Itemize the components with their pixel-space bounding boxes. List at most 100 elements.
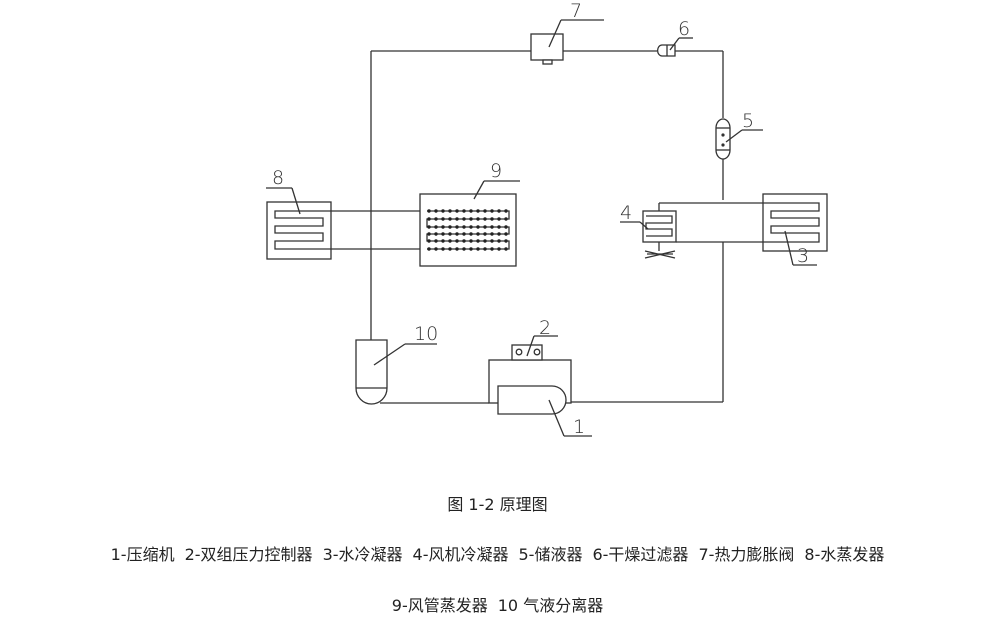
water-condenser-3: 3: [762, 193, 828, 267]
coil-fin-bead: [434, 232, 438, 236]
coil-fin-bead: [483, 209, 487, 213]
coil-fin-bead: [476, 225, 480, 229]
coil-fin-bead: [434, 217, 438, 221]
coil-fin-bead: [490, 239, 494, 243]
coil-fin-bead: [441, 239, 445, 243]
figure-caption: 图 1-2 原理图: [447, 495, 548, 514]
coil-fin-bead: [504, 247, 508, 251]
coil-tube: [426, 210, 510, 250]
coil-fin-bead: [455, 239, 459, 243]
coil-fin-bead: [427, 247, 431, 251]
coil-fin-bead: [483, 232, 487, 236]
water-evaporator-8: 8: [266, 167, 332, 260]
coil-fin-bead: [455, 232, 459, 236]
label-8: 8: [272, 167, 284, 189]
coil-fin-bead: [455, 209, 459, 213]
coil-fin-bead: [504, 217, 508, 221]
fan-condenser-4: 4: [620, 202, 677, 259]
coil-fin-bead: [427, 232, 431, 236]
pressure-controller-2: 2: [511, 317, 558, 361]
coil-fin-bead: [462, 225, 466, 229]
duct-evaporator-9: 9: [419, 160, 520, 267]
legend-item: 6-干燥过滤器: [592, 545, 689, 564]
coil-fin-bead: [497, 247, 501, 251]
coil-fin-bead: [490, 209, 494, 213]
coil-fin-bead: [455, 225, 459, 229]
coil-fin-bead: [490, 217, 494, 221]
coil-fin-bead: [448, 247, 452, 251]
legend-item: 5-储液器: [518, 545, 583, 564]
coil-fin-bead: [434, 239, 438, 243]
label-3: 3: [797, 245, 809, 267]
legend-item: 2-双组压力控制器: [184, 545, 313, 564]
coil-fin-bead: [476, 209, 480, 213]
label-9: 9: [490, 160, 502, 182]
coil-fin-bead: [469, 247, 473, 251]
label-6: 6: [678, 18, 690, 40]
label-10: 10: [414, 323, 438, 345]
coil-fin-bead: [469, 239, 473, 243]
coil-fin-bead: [476, 239, 480, 243]
coil-fin-bead: [504, 209, 508, 213]
coil-fin-bead: [427, 239, 431, 243]
legend-item: 8-水蒸发器: [804, 545, 885, 564]
coil-fin-bead: [427, 225, 431, 229]
legend-item: 1-压缩机: [110, 545, 175, 564]
legend-line-2: 9-风管蒸发器 10 气液分离器: [0, 592, 995, 616]
coil-fin-bead: [462, 209, 466, 213]
coil-fin-bead: [497, 217, 501, 221]
coil-fin-bead: [434, 225, 438, 229]
label-4: 4: [620, 202, 632, 224]
coil-fin-bead: [441, 225, 445, 229]
legend-item: 3-水冷凝器: [322, 545, 403, 564]
label-1: 1: [573, 416, 585, 438]
evaporator-pipes: [331, 210, 420, 250]
expansion-valve-7: 7: [530, 0, 604, 65]
coil-fin-bead: [469, 232, 473, 236]
coil-fin-bead: [476, 217, 480, 221]
coil-fin-bead: [483, 239, 487, 243]
coil-fin-bead: [469, 209, 473, 213]
coil-fin-bead: [483, 217, 487, 221]
coil-fin-bead: [455, 217, 459, 221]
coil-fin-bead: [504, 232, 508, 236]
coil-fin-bead: [483, 247, 487, 251]
refrigeration-schematic: 7 6 5 4 3: [266, 0, 828, 438]
coil-fin-bead: [490, 232, 494, 236]
liquid-receiver-5: 5: [715, 110, 763, 160]
duct-evaporator-coil: [426, 209, 510, 251]
legend-item: 7-热力膨胀阀: [698, 545, 795, 564]
label-5: 5: [742, 110, 754, 132]
coil-fin-bead: [455, 247, 459, 251]
coil-fin-bead: [448, 209, 452, 213]
coil-fin-bead: [434, 209, 438, 213]
legend-item: 10 气液分离器: [497, 596, 604, 615]
coil-fin-bead: [497, 232, 501, 236]
coil-fin-bead: [476, 232, 480, 236]
coil-fin-bead: [441, 247, 445, 251]
coil-fin-bead: [441, 217, 445, 221]
coil-fin-bead: [504, 225, 508, 229]
gas-liquid-separator-10: 10: [355, 323, 438, 405]
coil-fin-bead: [462, 217, 466, 221]
coil-fin-bead: [469, 217, 473, 221]
coil-fin-bead: [462, 247, 466, 251]
coil-fin-bead: [448, 232, 452, 236]
coil-fin-bead: [476, 247, 480, 251]
compressor-1: 1: [488, 359, 592, 438]
coil-fin-bead: [448, 217, 452, 221]
pipe-loop: [370, 50, 724, 404]
coil-fin-bead: [448, 239, 452, 243]
drying-filter-6: 6: [657, 18, 693, 57]
coil-fin-bead: [497, 225, 501, 229]
legend-item: 9-风管蒸发器: [391, 596, 488, 615]
coil-fin-bead: [462, 232, 466, 236]
coil-fin-bead: [427, 209, 431, 213]
label-2: 2: [539, 317, 551, 339]
coil-fin-bead: [469, 225, 473, 229]
coil-fin-bead: [434, 247, 438, 251]
coil-fin-bead: [504, 239, 508, 243]
coil-fin-bead: [441, 232, 445, 236]
coil-fin-bead: [497, 239, 501, 243]
